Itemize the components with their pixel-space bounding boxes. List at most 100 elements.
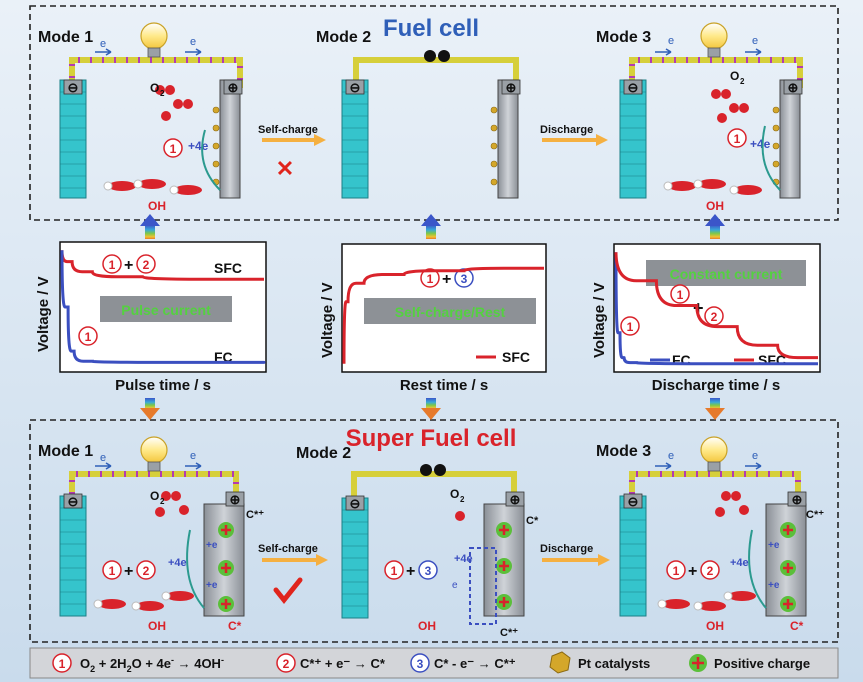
bottom-wire-1 xyxy=(69,471,239,506)
bulb-icon xyxy=(700,22,728,58)
plus-terminal-icon: ⊕ xyxy=(506,80,517,95)
bottom-discharge-label: Discharge xyxy=(540,543,593,555)
marker-3-text: 3 xyxy=(425,564,432,578)
self-charge-loop xyxy=(469,547,497,625)
pt-catalyst-particles xyxy=(490,106,498,186)
top-discharge-label: Discharge xyxy=(540,124,593,136)
anode-electrode xyxy=(59,79,87,199)
hydroxide-ions xyxy=(103,179,202,195)
cstar-label: C* xyxy=(790,619,804,633)
arrow-right-icon xyxy=(745,462,762,470)
plus-4e-label: +4e xyxy=(730,557,749,569)
arrow-right-icon xyxy=(655,462,672,470)
marker-1-text: 1 xyxy=(673,564,680,578)
legend-eq1: O2 + 2H2O + 4e- → 4OH- xyxy=(80,655,224,674)
up-arrow-icon xyxy=(140,214,160,239)
top-self-charge-label: Self-charge xyxy=(258,124,318,136)
plus-4e-label: +4e xyxy=(168,557,187,569)
anode-texture xyxy=(620,507,646,605)
arrow-right-icon xyxy=(185,48,202,56)
legend-reaction-3: 3 C* - e⁻ → C*⁺ xyxy=(410,653,516,673)
chart1-band xyxy=(100,296,232,322)
open-switch-dot-left xyxy=(424,50,436,62)
hydroxide-ions xyxy=(657,591,756,611)
down-arrow-icon xyxy=(421,398,441,420)
positive-charge-icons xyxy=(218,522,234,612)
minus-terminal-icon: ⊖ xyxy=(628,494,639,509)
minus-terminal-icon: ⊖ xyxy=(350,80,361,95)
o2-subscript: 2 xyxy=(740,77,745,86)
top-electron-label-4: e xyxy=(752,35,758,47)
curved-arrow-icon xyxy=(186,529,205,609)
curved-arrow-icon xyxy=(761,125,781,191)
chart2-legend-label: SFC xyxy=(502,349,530,365)
o2-label: O xyxy=(150,489,159,503)
arrow-right-icon xyxy=(745,48,762,56)
top-wire-3 xyxy=(629,57,803,90)
chart1-marker-circle-c xyxy=(78,326,98,346)
plus-4e-label: +4e xyxy=(454,553,473,565)
marker-2-text: 2 xyxy=(707,564,714,578)
cathode-electrode xyxy=(497,79,519,199)
bottom-wire-2 xyxy=(351,471,517,508)
oh-label: OH xyxy=(148,199,166,213)
legend-pc-label: Positive charge xyxy=(714,656,810,671)
chart2-band xyxy=(364,298,536,324)
open-switch-dot-right xyxy=(438,50,450,62)
bottom-electron-label-1: e xyxy=(100,452,106,464)
plus-terminal-icon: ⊕ xyxy=(228,80,239,95)
plus-e-label: +e xyxy=(206,580,218,591)
chart1-series-fc xyxy=(60,250,266,364)
cross-icon: ✕ xyxy=(276,156,294,181)
plus-terminal-icon: ⊕ xyxy=(230,492,241,507)
o2-subscript: 2 xyxy=(160,497,165,506)
chart2-plus: + xyxy=(442,271,451,288)
o2-molecules xyxy=(715,491,749,517)
chart1-plus: + xyxy=(124,257,133,274)
super-fuel-cell-title: Super Fuel cell xyxy=(346,425,517,452)
anode-electrode xyxy=(619,79,647,199)
bottom-cell-1: e e ⊖ ⊕ C*⁺ C* +e +e O 2 1 + 2 +4e xyxy=(59,436,264,633)
bottom-electron-label-3: e xyxy=(668,450,674,462)
curved-arrow-icon xyxy=(201,129,221,191)
o2-label: O xyxy=(150,81,159,95)
cathode-electrode xyxy=(219,79,241,199)
bottom-self-charge-label: Self-charge xyxy=(258,543,318,555)
marker-circle-1 xyxy=(727,128,747,148)
chart3-series-sfc xyxy=(614,252,818,360)
chart-2: Voltage / V Self-charge/Rest 1 + 3 SFC R… xyxy=(319,243,547,394)
bottom-electron-label-2: e xyxy=(190,450,196,462)
bulb-icon xyxy=(700,436,728,472)
cstar-plus-label: C*⁺ xyxy=(806,509,824,521)
plus-terminal-icon: ⊕ xyxy=(792,492,803,507)
chart1-marker-a: 1 xyxy=(109,258,116,272)
top-wire-1 xyxy=(69,57,243,90)
up-arrow-icon xyxy=(705,214,725,239)
chart3-band-label: Constant current xyxy=(670,266,783,282)
legend-number-1: 1 xyxy=(59,657,66,671)
top-electron-label-3: e xyxy=(668,35,674,47)
arrow-right-icon xyxy=(655,48,672,56)
oh-label: OH xyxy=(418,619,436,633)
top-mode1-label: Mode 1 xyxy=(38,29,93,46)
anode-electrode xyxy=(341,79,369,199)
hydroxide-ions xyxy=(93,591,194,611)
top-electron-label-2: e xyxy=(190,36,196,48)
bottom-cell-3: e e ⊖ ⊕ C*⁺ C* +e +e 1 + 2 +4e xyxy=(619,436,824,633)
pt-catalyst-icon xyxy=(549,651,571,674)
plus-e-label: +e xyxy=(206,540,218,551)
chart1-marker-circle-b xyxy=(136,254,156,274)
chart3-marker-a: 1 xyxy=(677,288,684,302)
minus-terminal-icon: ⊖ xyxy=(68,80,79,95)
bottom-self-charge-arrow: Self-charge xyxy=(258,543,328,605)
plus-sign: + xyxy=(688,563,697,580)
legend-eq3: C* - e⁻ → C*⁺ xyxy=(434,656,516,671)
legend-eq2: C*⁺ + e⁻ → C* xyxy=(300,656,386,671)
o2-molecule xyxy=(455,511,465,521)
arrow-right-icon xyxy=(95,462,112,470)
o2-subscript: 2 xyxy=(160,89,165,98)
cathode-electrode xyxy=(779,79,801,199)
chart2-band-label: Self-charge/Rest xyxy=(395,304,506,320)
plus-terminal-icon: ⊕ xyxy=(510,492,521,507)
